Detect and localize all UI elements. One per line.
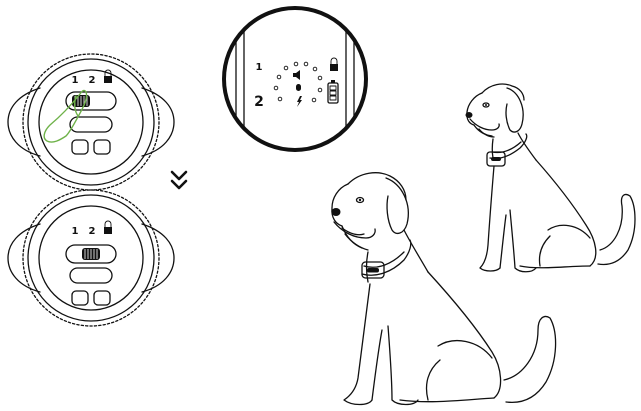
nose-icon bbox=[465, 112, 473, 118]
nose-icon bbox=[331, 208, 341, 216]
speaker-icon bbox=[293, 70, 300, 80]
zoom-inset: 1 2 bbox=[222, 6, 368, 152]
lightning-icon bbox=[297, 96, 302, 107]
inset-label-1: 1 bbox=[256, 62, 263, 73]
remote-top-label-2: 2 bbox=[89, 75, 96, 86]
remote-top-button-right bbox=[93, 139, 111, 155]
remote-bottom-button-right bbox=[93, 290, 111, 306]
collar-receiver-large bbox=[361, 261, 385, 279]
battery-icon bbox=[327, 80, 339, 104]
lock-icon bbox=[330, 57, 338, 71]
dog-small bbox=[465, 83, 636, 273]
remote-top-button-left bbox=[71, 139, 89, 155]
dog-large bbox=[331, 172, 557, 406]
remote-bottom-label-2: 2 bbox=[89, 226, 96, 237]
collar-receiver-small bbox=[486, 151, 506, 167]
level-indicator-dots bbox=[273, 61, 323, 103]
mode-switch-bottom bbox=[65, 244, 117, 264]
remote-top: 1 2 bbox=[7, 53, 175, 191]
inset-label-2: 2 bbox=[254, 94, 264, 110]
lock-icon bbox=[104, 220, 112, 234]
remote-bottom: 1 2 bbox=[7, 189, 175, 327]
remote-bottom-bar-button bbox=[69, 267, 113, 284]
remote-bottom-button-left bbox=[71, 290, 89, 306]
remote-top-bar-button bbox=[69, 116, 113, 133]
vibration-icon bbox=[296, 84, 301, 91]
finger-icon bbox=[43, 89, 88, 143]
remote-top-label-1: 1 bbox=[72, 75, 79, 86]
double-chevron-down-icon bbox=[170, 170, 188, 190]
remote-bottom-label-1: 1 bbox=[72, 226, 79, 237]
lock-icon bbox=[104, 69, 112, 83]
